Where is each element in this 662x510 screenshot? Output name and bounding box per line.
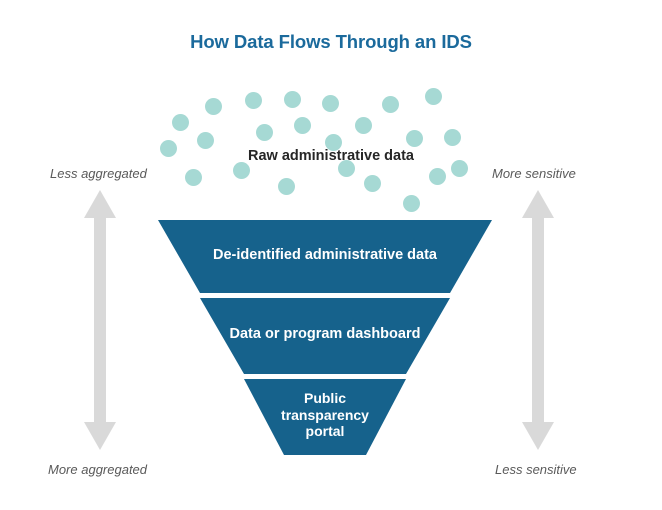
raw-data-label: Raw administrative data xyxy=(248,148,414,164)
axis-label-less-sensitive: Less sensitive xyxy=(495,462,577,477)
axis-label-less-aggregated: Less aggregated xyxy=(50,166,147,181)
funnel-band-data-or-program-dashboard: Data or program dashboard xyxy=(200,298,450,374)
aggregation-axis-arrow-icon xyxy=(83,188,117,452)
axis-label-more-sensitive: More sensitive xyxy=(492,166,576,181)
funnel-band-label: De-identified administrative data xyxy=(213,246,437,263)
sensitivity-axis-arrow-icon xyxy=(521,188,555,452)
funnel-band-de-identified-administrative-data: De-identified administrative data xyxy=(158,220,492,293)
axis-label-more-aggregated: More aggregated xyxy=(48,462,148,477)
page-title: How Data Flows Through an IDS xyxy=(190,31,472,52)
funnel-band-label: Data or program dashboard xyxy=(229,325,421,342)
